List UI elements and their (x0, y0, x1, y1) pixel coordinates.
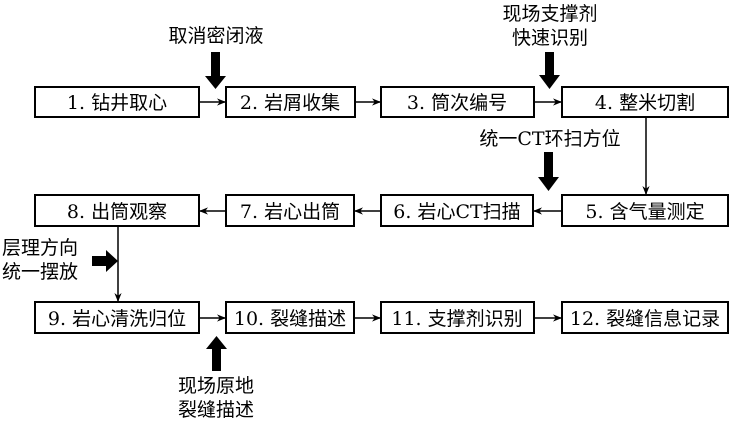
step-label-5: 5. 含气量测定 (585, 201, 704, 223)
step-box-5: 5. 含气量测定 (561, 194, 729, 227)
step-label-10: 10. 裂缝描述 (234, 308, 346, 330)
step-box-4: 4. 整米切割 (561, 86, 729, 118)
thick-up-arrow-icon (206, 336, 227, 371)
step-box-11: 11. 支撑剂识别 (380, 301, 535, 334)
annotation-ct-orientation: 统一CT环扫方位 (479, 128, 621, 191)
step-label-9: 9. 岩心清洗归位 (48, 308, 186, 330)
step-label-1: 1. 钻井取心 (67, 92, 167, 114)
step-box-9: 9. 岩心清洗归位 (34, 301, 200, 334)
step-label-3: 3. 筒次编号 (407, 92, 507, 114)
step-label-2: 2. 岩屑收集 (240, 92, 340, 114)
thick-down-arrow-icon (538, 152, 559, 191)
annotation-proppant-line2: 快速识别 (512, 27, 588, 49)
thick-right-arrow-icon (92, 250, 118, 272)
step-box-7: 7. 岩心出筒 (225, 194, 355, 227)
step-label-6: 6. 岩心CT扫描 (393, 201, 520, 223)
step-label-12: 12. 裂缝信息记录 (570, 308, 720, 330)
thick-down-arrow-icon (205, 52, 226, 89)
thick-down-arrow-icon (539, 52, 560, 89)
step-box-2: 2. 岩屑收集 (225, 86, 356, 118)
step-box-3: 3. 筒次编号 (380, 86, 535, 118)
step-box-8: 8. 出筒观察 (34, 194, 200, 227)
annotation-proppant-line1: 现场支撑剂 (502, 3, 597, 25)
step-label-4: 4. 整米切割 (595, 92, 695, 114)
annotation-bedding-direction: 层理方向 统一摆放 (2, 237, 118, 283)
step-label-11: 11. 支撑剂识别 (391, 308, 522, 330)
step-box-6: 6. 岩心CT扫描 (380, 194, 534, 227)
annotation-cancel-sealing: 取消密闭液 (168, 25, 264, 89)
annotation-onsite-line2: 裂缝描述 (178, 399, 254, 421)
annotation-bedding-line1: 层理方向 (2, 237, 78, 259)
step-label-8: 8. 出筒观察 (67, 201, 167, 223)
annotation-ct-orientation-text: 统一CT环扫方位 (479, 128, 620, 150)
annotation-proppant-quick-id: 现场支撑剂 快速识别 (502, 3, 598, 89)
annotation-onsite-line1: 现场原地 (178, 375, 254, 397)
step-label-7: 7. 岩心出筒 (240, 201, 340, 223)
step-box-1: 1. 钻井取心 (34, 86, 200, 118)
annotation-bedding-line2: 统一摆放 (2, 261, 78, 283)
annotation-cancel-sealing-text: 取消密闭液 (168, 25, 263, 47)
annotation-onsite-fracture: 现场原地 裂缝描述 (178, 336, 254, 421)
step-box-12: 12. 裂缝信息记录 (561, 301, 729, 334)
step-box-10: 10. 裂缝描述 (225, 301, 355, 334)
